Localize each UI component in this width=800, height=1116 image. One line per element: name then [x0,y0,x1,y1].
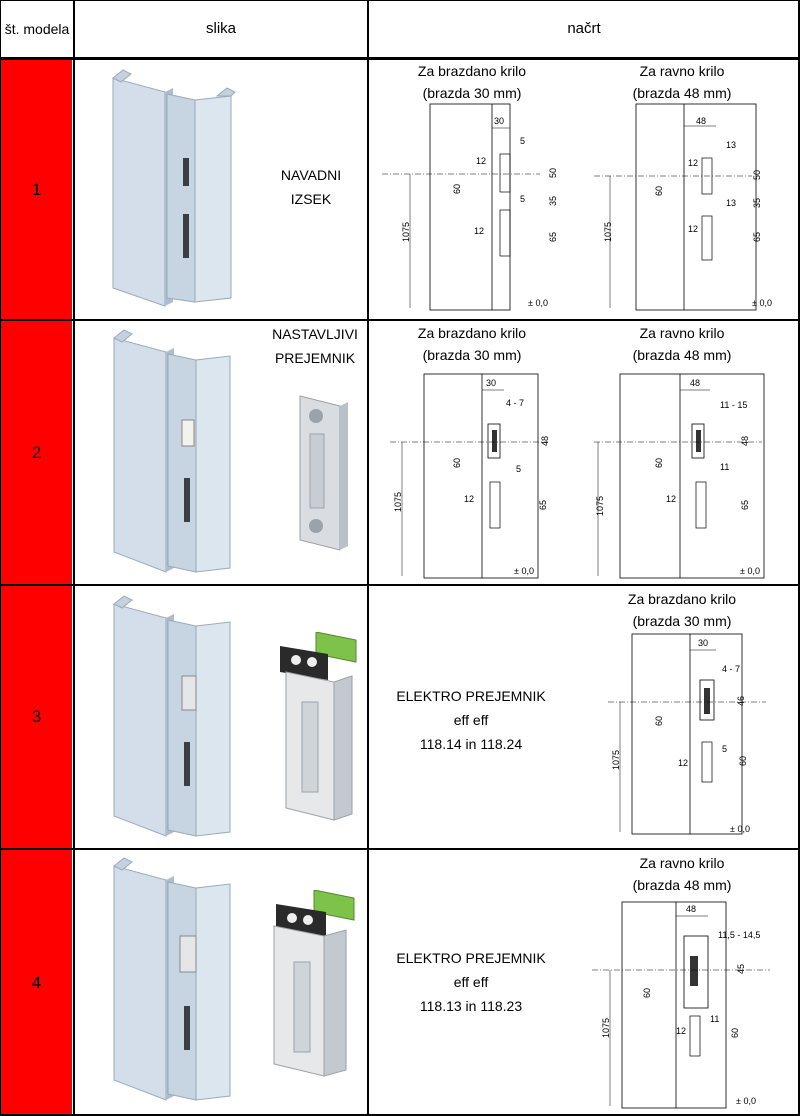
svg-text:65: 65 [740,500,750,510]
svg-text:13: 13 [726,140,736,150]
header-image: slika [205,20,236,37]
sketch-4-title: Za ravno krilo(brazda 48 mm) [632,855,732,893]
svg-text:65: 65 [752,232,762,242]
svg-text:11,5 - 14,5: 11,5 - 14,5 [718,930,760,940]
svg-text:1075: 1075 [603,222,613,242]
electric-receiver-image-4 [273,890,355,1077]
svg-text:12: 12 [476,156,486,166]
svg-text:60: 60 [738,756,748,766]
svg-text:1075: 1075 [595,496,605,516]
svg-text:45: 45 [736,964,746,974]
svg-text:50: 50 [752,170,762,180]
svg-text:65: 65 [538,500,548,510]
svg-text:30: 30 [486,378,496,388]
svg-text:60: 60 [642,988,652,998]
sketch-2a-title: Za brazdano krilo(brazda 30 mm) [417,325,527,363]
frame-image-2 [113,329,231,573]
svg-text:11: 11 [720,462,729,472]
svg-text:12: 12 [464,494,474,504]
svg-text:13: 13 [726,198,736,208]
svg-text:± 0,0: ± 0,0 [752,298,772,308]
svg-text:1075: 1075 [611,750,621,770]
svg-text:± 0,0: ± 0,0 [736,1096,756,1106]
svg-text:12: 12 [678,758,688,768]
row-1-label: NAVADNI IZSEK [280,167,342,207]
sketch-1a-drawing: 30 5 12 50 60 35 5 12 65 1075 ± 0,0 [382,103,558,311]
svg-text:± 0,0: ± 0,0 [730,824,750,834]
adjustable-receiver-image [299,395,348,551]
svg-text:50: 50 [548,168,558,178]
model-number-2: 2 [1,321,72,584]
svg-text:48: 48 [686,904,696,914]
row-2-label: NASTAVLJIVI PREJEMNIK [272,326,358,366]
svg-text:11: 11 [710,1014,719,1024]
svg-text:1075: 1075 [401,222,411,242]
model-number-3: 3 [1,586,72,848]
sketch-2a-drawing: 30 4 - 7 48 60 5 12 65 1075 ± 0,0 [390,373,550,579]
svg-text:60: 60 [452,184,462,194]
svg-text:48: 48 [690,378,700,388]
model-number-4: 4 [1,850,72,1115]
svg-text:60: 60 [654,186,664,196]
svg-text:5: 5 [516,464,521,474]
model-number-1: 1 [1,60,72,319]
svg-text:65: 65 [548,232,558,242]
sketch-2b-title: Za ravno krilo(brazda 48 mm) [632,325,732,363]
svg-text:48: 48 [740,436,750,446]
svg-text:60: 60 [654,716,664,726]
svg-text:60: 60 [730,1028,740,1038]
svg-text:12: 12 [688,158,698,168]
sketch-2b-drawing: 48 11 - 15 48 60 11 12 65 1075 ± 0,0 [594,373,765,579]
sketch-1a-title: Za brazdano krilo(brazda 30 mm) [417,63,527,101]
frame-image-3 [113,595,231,837]
sketch-3-title: Za brazdano krilo(brazda 30 mm) [627,591,737,629]
svg-text:48: 48 [540,436,550,446]
svg-text:46: 46 [736,696,746,706]
svg-text:± 0,0: ± 0,0 [740,566,760,576]
svg-text:30: 30 [698,638,708,648]
svg-text:± 0,0: ± 0,0 [514,566,534,576]
svg-text:5: 5 [722,744,727,754]
frame-image-1 [112,69,236,307]
header-sketch: načrt [567,20,601,37]
svg-text:4 - 7: 4 - 7 [722,664,740,674]
svg-text:1075: 1075 [601,1018,611,1038]
svg-text:12: 12 [676,1026,686,1036]
svg-text:60: 60 [654,458,664,468]
electric-receiver-image-3 [280,632,357,821]
svg-text:5: 5 [520,194,525,204]
svg-text:12: 12 [474,226,484,236]
svg-text:± 0,0: ± 0,0 [528,298,548,308]
svg-text:12: 12 [666,494,676,504]
sketch-1b-drawing: 48 13 12 50 60 35 13 12 65 1075 ± 0,0 [594,103,772,311]
svg-text:4 - 7: 4 - 7 [506,398,524,408]
svg-text:35: 35 [752,198,762,208]
sketch-4-drawing: 48 11,5 - 14,5 45 60 12 11 60 1075 ± 0,0 [592,901,770,1109]
header-model-no: št. modela [4,21,70,37]
svg-text:35: 35 [548,196,558,206]
sketch-3-drawing: 30 4 - 7 46 60 5 12 60 1075 ± 0,0 [608,633,766,835]
svg-text:60: 60 [452,458,462,468]
frame-image-4 [113,857,231,1101]
sketch-1b-title: Za ravno krilo(brazda 48 mm) [632,63,732,101]
svg-text:11 - 15: 11 - 15 [720,400,747,410]
svg-text:1075: 1075 [393,492,403,512]
svg-text:12: 12 [688,224,698,234]
svg-text:48: 48 [696,116,706,126]
svg-text:30: 30 [494,116,504,126]
svg-text:5: 5 [520,136,525,146]
